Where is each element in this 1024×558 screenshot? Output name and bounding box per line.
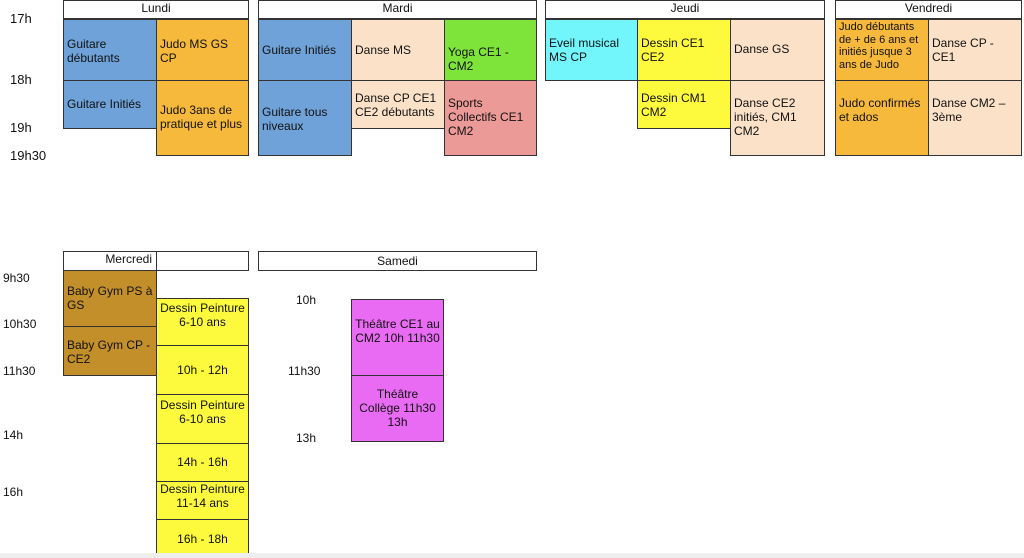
time-label-17h: 17h bbox=[10, 11, 32, 26]
course-cell: Yoga CE1 -CM2 bbox=[444, 19, 537, 81]
course-cell: Judo débutants de + de 6 ans et initiés … bbox=[835, 19, 929, 81]
course-cell: Danse CM2 – 3ème bbox=[928, 80, 1022, 156]
course-cell: Sports Collectifs CE1 CM2 bbox=[444, 80, 537, 156]
course-cell-time: 14h - 16h bbox=[156, 443, 249, 482]
course-cell: Judo 3ans de pratique et plus bbox=[156, 80, 249, 156]
course-cell: Dessin Peinture 11-14 ans bbox=[156, 481, 249, 520]
day-header-blank bbox=[156, 251, 249, 271]
day-header-lundi: Lundi bbox=[63, 0, 249, 19]
course-cell: Dessin Peinture 6-10 ans bbox=[156, 394, 249, 444]
time-label-10h30: 10h30 bbox=[3, 317, 37, 331]
course-cell: Danse CE2 initiés, CM1 CM2 bbox=[730, 80, 825, 156]
course-cell: Judo MS GS CP bbox=[156, 19, 249, 81]
course-cell: Guitare débutants bbox=[63, 19, 157, 81]
course-cell: Baby Gym PS à GS bbox=[63, 270, 157, 327]
course-cell: Guitare Initiés bbox=[258, 19, 352, 81]
time-label-19h: 19h bbox=[10, 120, 32, 135]
course-cell: Dessin Peinture 6-10 ans bbox=[156, 298, 249, 346]
time-label-samedi-13h: 13h bbox=[296, 431, 317, 445]
course-cell: Eveil musical MS CP bbox=[545, 19, 638, 81]
course-cell: Danse CP CE1 CE2 débutants bbox=[351, 80, 445, 129]
day-header-mercredi-label: Mercredi bbox=[105, 252, 152, 266]
time-label-samedi-11h30: 11h30 bbox=[288, 364, 321, 378]
course-cell-time: 10h - 12h bbox=[156, 345, 249, 395]
time-label-9h30: 9h30 bbox=[3, 271, 30, 285]
course-cell: Dessin CE1 CE2 bbox=[637, 19, 731, 81]
day-header-mardi: Mardi bbox=[258, 0, 537, 19]
day-header-vendredi: Vendredi bbox=[835, 0, 1022, 19]
time-label-11h30: 11h30 bbox=[3, 364, 36, 378]
course-cell: Guitare Initiés bbox=[63, 80, 157, 129]
course-cell: Danse CP - CE1 bbox=[928, 19, 1022, 81]
course-cell: Dessin CM1 CM2 bbox=[637, 80, 731, 129]
time-label-19h30: 19h30 bbox=[10, 148, 47, 163]
day-header-samedi: Samedi bbox=[258, 251, 537, 271]
day-header-jeudi: Jeudi bbox=[545, 0, 825, 19]
day-header-mercredi: Mercredi bbox=[63, 251, 157, 271]
course-cell: Baby Gym CP -CE2 bbox=[63, 326, 157, 376]
course-cell: Danse MS bbox=[351, 19, 445, 81]
course-cell: Guitare tous niveaux bbox=[258, 80, 352, 156]
time-label-18h: 18h bbox=[10, 72, 32, 87]
course-cell: Théâtre CE1 au CM2 10h 11h30 bbox=[351, 299, 444, 376]
course-cell: Danse GS bbox=[730, 19, 825, 81]
time-label-16h: 16h bbox=[3, 485, 24, 499]
course-cell: Judo confirmés et ados bbox=[835, 80, 929, 156]
time-label-14h: 14h bbox=[3, 428, 24, 442]
time-label-samedi-10h: 10h bbox=[296, 293, 317, 307]
course-cell: Théâtre Collège 11h30 13h bbox=[351, 375, 444, 442]
course-cell-time: 16h - 18h bbox=[156, 519, 249, 555]
bottom-scroll-strip bbox=[0, 553, 1024, 558]
